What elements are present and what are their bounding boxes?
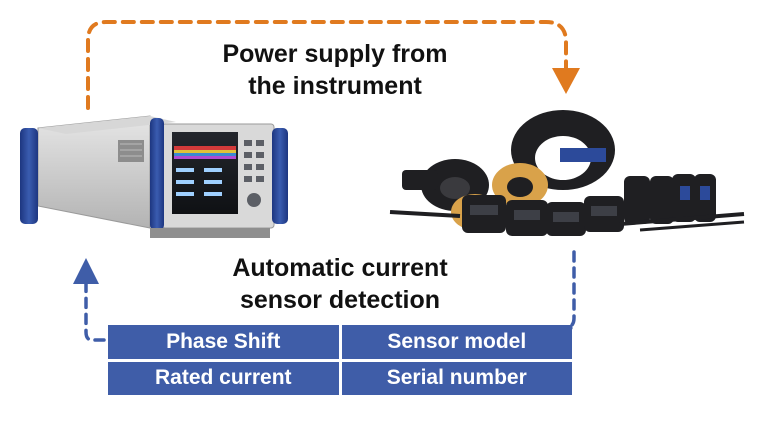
current-sensor-lineup-icon	[389, 110, 745, 236]
detection-arrow-head-icon	[73, 258, 99, 284]
serial-number-cell: Serial number	[341, 361, 572, 395]
power-supply-arrow	[86, 20, 580, 110]
power-supply-caption-line-2: the instrument	[248, 72, 422, 100]
power-arrow-head-icon	[552, 68, 580, 94]
sensor-info-table: Phase Shift Sensor model Rated current S…	[108, 325, 572, 395]
rated-current-cell: Rated current	[108, 361, 339, 395]
sensor-model-cell: Sensor model	[341, 325, 572, 359]
detection-caption-line-1: Automatic current	[232, 254, 448, 282]
power-supply-caption: Power supply from the instrument	[190, 38, 480, 102]
detection-caption: Automatic current sensor detection	[205, 252, 475, 316]
power-analyzer-icon	[20, 115, 288, 238]
power-supply-caption-line-1: Power supply from	[222, 40, 448, 68]
detection-caption-line-2: sensor detection	[239, 286, 441, 314]
phase-shift-cell: Phase Shift	[108, 325, 339, 359]
